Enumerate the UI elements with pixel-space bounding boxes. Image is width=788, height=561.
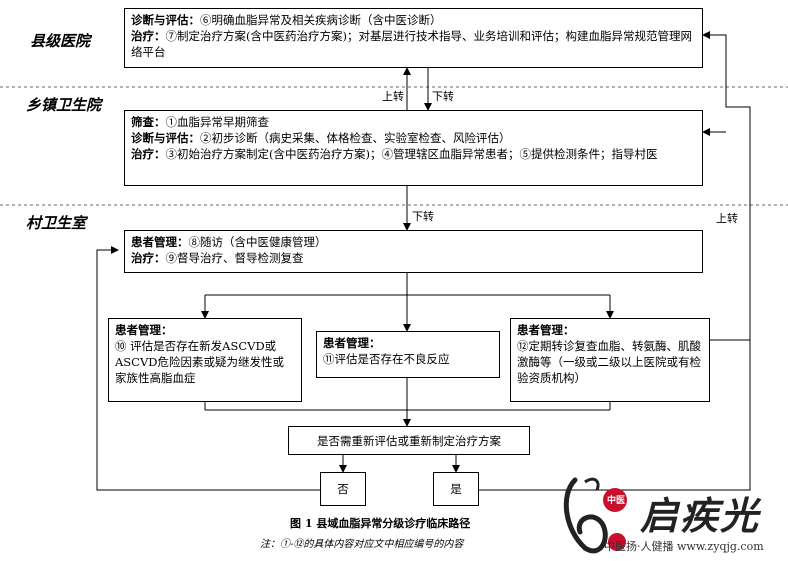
arrow-label-up-2: 上转 [716, 212, 738, 225]
arrow-label-down-1: 下转 [432, 90, 454, 103]
village-treatment-text: ⑨督导治疗、督导检测复查 [165, 251, 304, 265]
branch-box-mid: 患者管理： ⑪评估是否存在不良反应 [316, 331, 500, 378]
watermark-brand: 启疾光 [640, 493, 761, 538]
yes-box: 是 [433, 472, 479, 506]
arrow-label-up-1: 上转 [382, 90, 404, 103]
no-box: 否 [320, 472, 366, 506]
branch-box-left: 患者管理： ⑩ 评估是否存在新发ASCVD或ASCVD危险因素或疑为继发性或家族… [108, 318, 302, 402]
arrow-no-loop-back [96, 246, 320, 491]
branch-box-right: 患者管理： ⑫定期转诊复查血脂、转氨酶、肌酸激酶等（一级或二级以上医院或有检验资… [510, 318, 710, 402]
watermark-site: 中医扬·人健播 www.zyqjg.com [604, 540, 764, 553]
branch-right-text: ⑫定期转诊复查血脂、转氨酶、肌酸激酶等（一级或二级以上医院或有检验资质机构） [517, 339, 701, 385]
arrow-label-down-2: 下转 [412, 210, 434, 223]
decision-box: 是否需重新评估或重新制定治疗方案 [288, 426, 530, 455]
figure-note: 注：①-⑫的具体内容对应文中相应编号的内容 [260, 539, 464, 550]
level-label-county: 县级医院 [30, 32, 91, 50]
township-treatment-text: ③初始治疗方案制定(含中医药治疗方案)；④管理辖区血脂异常患者；⑤提供检测条件；… [165, 147, 658, 161]
township-center-box: 筛查：①血脂异常早期筛查 诊断与评估：②初步诊断（病史采集、体格检查、实验室检查… [124, 110, 703, 186]
village-management-text: ⑧随访（含中医健康管理） [188, 235, 327, 249]
township-diagnosis-label: 诊断与评估： [131, 131, 200, 145]
village-clinic-box: 患者管理：⑧随访（含中医健康管理） 治疗：⑨督导治疗、督导检测复查 [124, 230, 703, 273]
township-screening-text: ①血脂异常早期筛查 [165, 115, 270, 129]
township-treatment-label: 治疗： [131, 147, 166, 161]
arrow-up-right-referral [702, 31, 751, 341]
village-management-label: 患者管理： [131, 235, 189, 249]
county-diagnosis-text: ⑥明确血脂异常及相关疾病诊断（含中医诊断） [200, 13, 442, 27]
watermark-seal: 中医 [606, 496, 625, 506]
figure-caption: 图 1 县域血脂异常分级诊疗临床路径 [290, 517, 471, 530]
level-label-township: 乡镇卫生院 [26, 96, 102, 114]
county-hospital-box: 诊断与评估：⑥明确血脂异常及相关疾病诊断（含中医诊断） 治疗：⑦制定治疗方案(含… [124, 8, 703, 68]
county-diagnosis-label: 诊断与评估： [131, 13, 200, 27]
county-treatment-label: 治疗： [131, 29, 166, 43]
level-label-village: 村卫生室 [26, 214, 87, 232]
branch-mid-label: 患者管理： [323, 336, 381, 350]
branch-right-label: 患者管理： [517, 323, 575, 337]
village-treatment-label: 治疗： [131, 251, 166, 265]
branch-mid-text: ⑪评估是否存在不良反应 [323, 352, 450, 366]
watermark-logo-icon: 中医 [555, 470, 665, 560]
branch-left-label: 患者管理： [115, 323, 173, 337]
township-diagnosis-text: ②初步诊断（病史采集、体格检查、实验室检查、风险评估） [200, 131, 511, 145]
county-treatment-text: ⑦制定治疗方案(含中医药治疗方案)；对基层进行技术指导、业务培训和评估；构建血脂… [131, 29, 692, 59]
township-screening-label: 筛查： [131, 115, 166, 129]
branch-left-text: ⑩ 评估是否存在新发ASCVD或ASCVD危险因素或疑为继发性或家族性高脂血症 [115, 339, 285, 385]
